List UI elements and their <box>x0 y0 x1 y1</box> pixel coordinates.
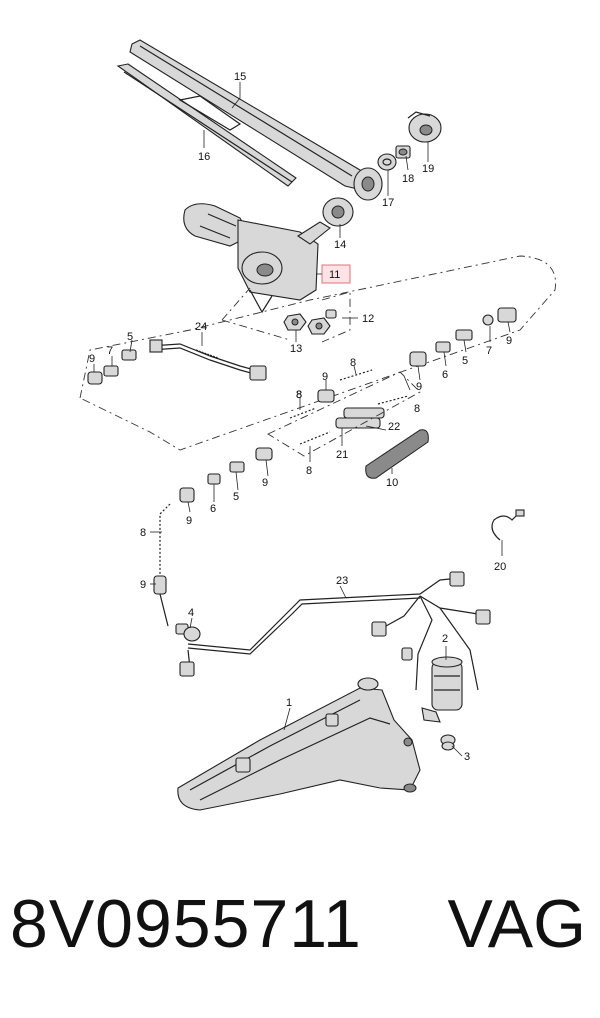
callout-label: 8 <box>350 357 356 369</box>
callout-label: 9 <box>506 335 512 347</box>
part-number: 8V0955711 <box>10 886 362 962</box>
callout-label: 9 <box>89 353 95 365</box>
rear-hose <box>87 339 267 385</box>
callout-label: 9 <box>262 477 268 489</box>
washer-reservoir <box>177 677 421 811</box>
callout-label: 5 <box>462 355 468 367</box>
callout-label: 9 <box>322 371 328 383</box>
callout-label: 8 <box>414 403 420 415</box>
wiper-blade <box>116 63 297 187</box>
cable-tie <box>491 509 525 541</box>
callout-label: 9 <box>140 579 146 591</box>
callout-label: 6 <box>210 503 216 515</box>
callout-label: 14 <box>334 239 346 251</box>
callout-label: 20 <box>494 561 506 573</box>
callout-label: 18 <box>402 173 414 185</box>
callout-label: 24 <box>195 321 207 333</box>
callout-label: 8 <box>140 527 146 539</box>
pump-grommet <box>440 734 456 751</box>
callout-labels: 15 16 19 18 17 14 11 12 13 24 5 7 9 8 9 … <box>89 71 512 763</box>
callout-label: 5 <box>233 491 239 503</box>
callout-label: 21 <box>336 449 348 461</box>
callout-label: 8 <box>296 389 302 401</box>
callout-label: 17 <box>382 197 394 209</box>
callout-label: 6 <box>442 369 448 381</box>
callout-label: 8 <box>306 465 312 477</box>
nut <box>395 145 411 159</box>
callout-label: 7 <box>486 345 492 357</box>
callout-label: 5 <box>127 331 133 343</box>
callout-label: 9 <box>186 515 192 527</box>
callout-label: 16 <box>198 151 210 163</box>
group-boundary-inner <box>267 371 421 457</box>
washer <box>377 153 397 171</box>
parts-diagram: 15 16 19 18 17 14 11 12 13 24 5 7 9 8 9 … <box>79 39 557 811</box>
fastening-nuts <box>283 309 337 335</box>
leader-lines <box>93 82 511 757</box>
callout-label: 1 <box>286 697 292 709</box>
grommet <box>322 197 354 227</box>
callout-label: 2 <box>442 633 448 645</box>
wiring-harness <box>175 571 491 691</box>
right-connectors <box>409 307 517 367</box>
vertical-hose <box>153 503 171 627</box>
spring-sleeves <box>179 369 409 503</box>
group-boundary-upper <box>79 255 557 451</box>
wiper-motor <box>183 203 331 314</box>
wiper-arm <box>129 39 383 201</box>
callout-label: 11 <box>329 269 340 281</box>
callout-label: 15 <box>234 71 246 83</box>
insulating-sleeve <box>365 429 429 479</box>
callout-label: 13 <box>290 343 302 355</box>
callout-label: 8 <box>296 389 302 401</box>
brand-name: VAG <box>447 886 586 962</box>
washer-pump <box>421 656 463 723</box>
callout-label: 22 <box>388 421 400 433</box>
callout-label: 3 <box>464 751 470 763</box>
callout-label: 12 <box>362 313 374 325</box>
callout-label: 9 <box>416 381 422 393</box>
callout-label: 10 <box>386 477 398 489</box>
callout-label: 4 <box>188 607 194 619</box>
callout-label: 7 <box>107 345 113 357</box>
cover-cap <box>407 111 442 143</box>
callout-label: 23 <box>336 575 348 587</box>
callout-label: 19 <box>422 163 434 175</box>
